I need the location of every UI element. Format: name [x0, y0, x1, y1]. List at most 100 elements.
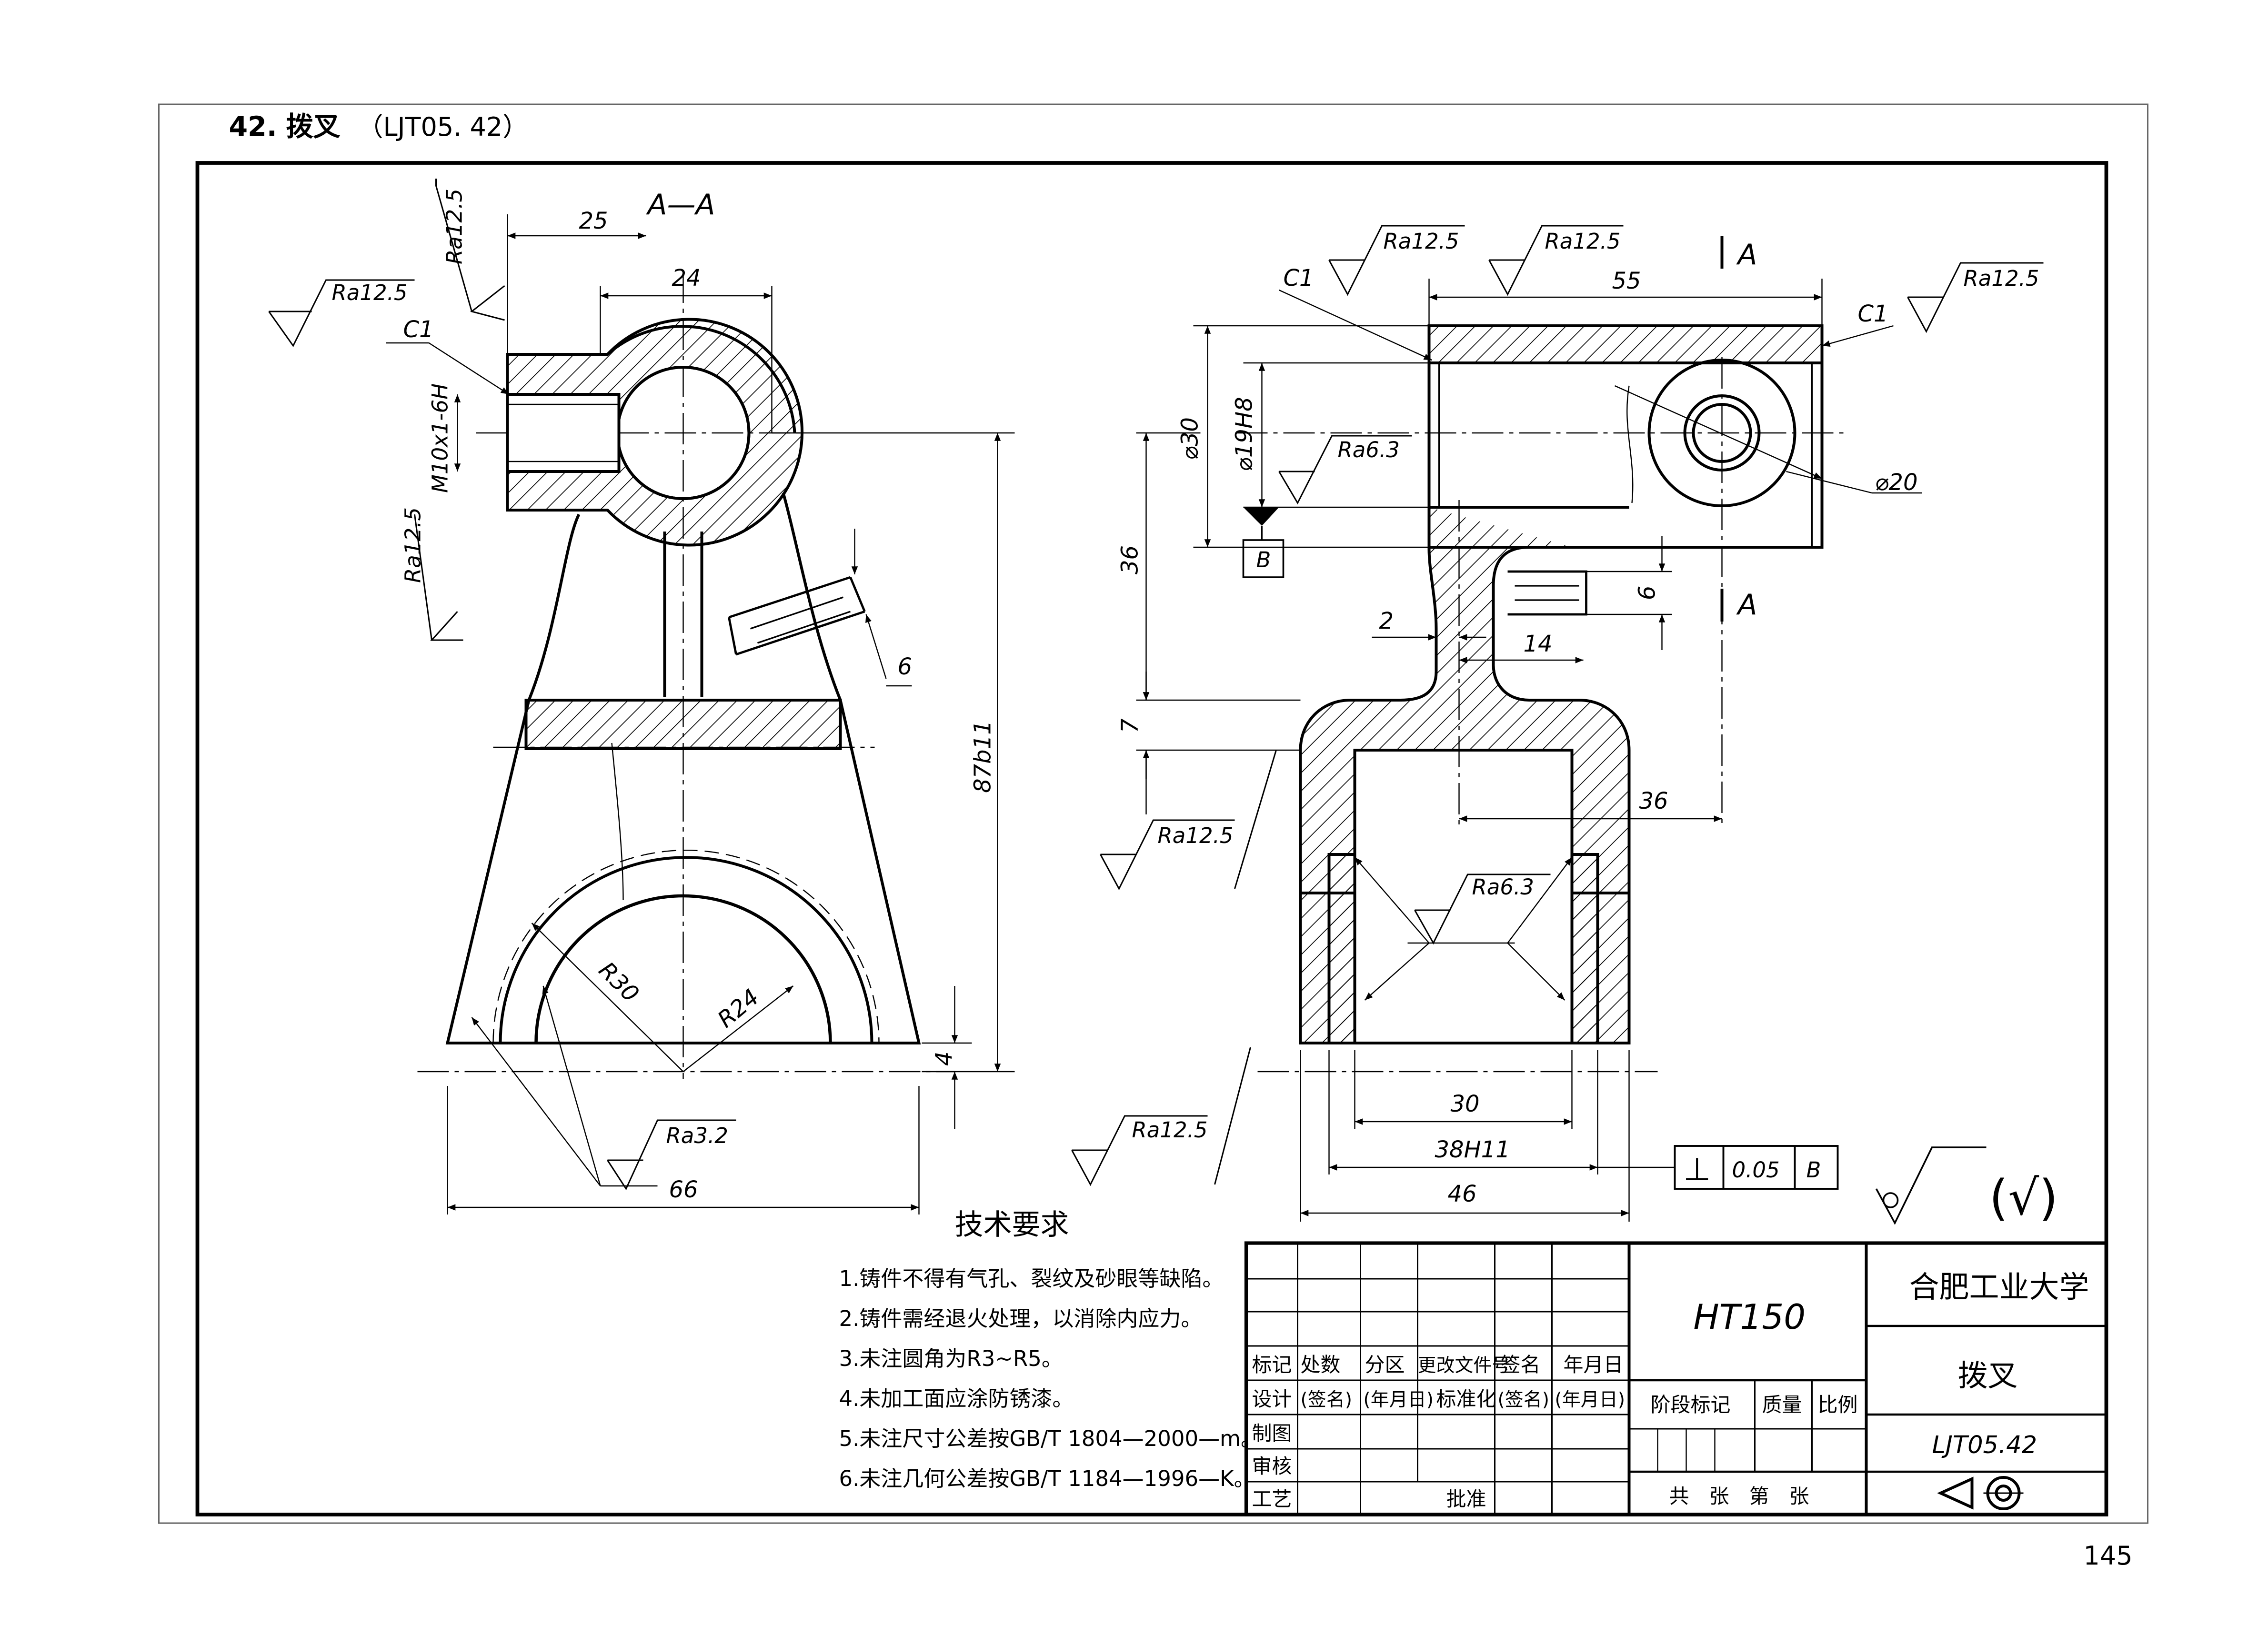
- tolerance-datum: B: [1806, 1157, 1821, 1183]
- right-view-dims: [1136, 279, 1922, 1222]
- svg-text:(签名): (签名): [1498, 1389, 1549, 1411]
- svg-text:质量: 质量: [1762, 1393, 1802, 1416]
- svg-text:7: 7: [1117, 718, 1144, 733]
- roughness-ra32: Ra3.2: [666, 1123, 728, 1148]
- svg-text:C1: C1: [1284, 265, 1314, 291]
- tolerance-value: 0.05: [1732, 1157, 1780, 1183]
- header-code: （LJT05. 42）: [358, 112, 529, 142]
- svg-text:M10x1-6H: M10x1-6H: [428, 383, 453, 493]
- svg-text:标记: 标记: [1252, 1353, 1292, 1376]
- svg-text:66: 66: [669, 1176, 698, 1203]
- svg-text:Ra6.3: Ra6.3: [1472, 874, 1534, 900]
- section-mark-top: A: [1736, 238, 1757, 271]
- svg-text:4.未加工面应涂防锈漆。: 4.未加工面应涂防锈漆。: [839, 1386, 1074, 1411]
- svg-text:更改文件号: 更改文件号: [1418, 1355, 1511, 1376]
- svg-text:(签名): (签名): [1301, 1389, 1352, 1411]
- svg-text:Ra6.3: Ra6.3: [1338, 437, 1400, 462]
- svg-text:6: 6: [898, 653, 913, 680]
- svg-text:1.铸件不得有气孔、裂纹及砂眼等缺陷。: 1.铸件不得有气孔、裂纹及砂眼等缺陷。: [839, 1266, 1224, 1291]
- svg-text:Ra12.5: Ra12.5: [1132, 1117, 1208, 1143]
- sheet-header: 42. 拨叉 （LJT05. 42）: [229, 111, 529, 142]
- svg-text:年月日: 年月日: [1564, 1353, 1624, 1376]
- svg-text:36: 36: [1639, 788, 1668, 814]
- left-view-dims: [386, 214, 1015, 1214]
- tech-requirements: 技术要求 1.铸件不得有气孔、裂纹及砂眼等缺陷。 2.铸件需经退火处理，以消除内…: [839, 1208, 1263, 1491]
- datum-b: B: [1242, 507, 1285, 578]
- svg-text:6.未注几何公差按GB/T 1184—1996—K。: 6.未注几何公差按GB/T 1184—1996—K。: [839, 1466, 1255, 1491]
- datum-label: B: [1256, 547, 1271, 572]
- svg-text:C1: C1: [1858, 301, 1888, 327]
- svg-text:⌀30: ⌀30: [1177, 417, 1204, 460]
- general-roughness: [1875, 1146, 1987, 1225]
- svg-text:处数: 处数: [1301, 1353, 1341, 1376]
- svg-text:R24: R24: [713, 984, 764, 1034]
- section-mark-bottom: A: [1736, 588, 1757, 622]
- general-roughness-label: (√): [1989, 1170, 2058, 1226]
- svg-text:工艺: 工艺: [1252, 1487, 1292, 1511]
- svg-text:R30: R30: [593, 957, 644, 1007]
- svg-text:30: 30: [1451, 1091, 1480, 1117]
- svg-text:4: 4: [931, 1051, 958, 1066]
- right-view: [1236, 324, 1844, 1073]
- svg-text:设计: 设计: [1252, 1387, 1292, 1411]
- svg-text:A—A: A—A: [646, 188, 715, 221]
- svg-text:Ra12.5: Ra12.5: [442, 189, 467, 264]
- svg-text:Ra12.5: Ra12.5: [1545, 229, 1621, 254]
- drawing-no: LJT05.42: [1932, 1431, 2037, 1459]
- svg-text:(年月日): (年月日): [1364, 1389, 1434, 1411]
- svg-text:14: 14: [1524, 631, 1553, 657]
- svg-text:2.铸件需经退火处理，以消除内应力。: 2.铸件需经退火处理，以消除内应力。: [839, 1306, 1203, 1331]
- part-name: 拨叉: [1958, 1358, 2018, 1393]
- tech-title: 技术要求: [955, 1208, 1069, 1242]
- svg-text:55: 55: [1612, 268, 1641, 294]
- roughness-right: [1071, 225, 2044, 1186]
- svg-text:阶段标记: 阶段标记: [1651, 1393, 1731, 1416]
- page-number: 145: [2084, 1541, 2133, 1571]
- svg-text:Ra12.5: Ra12.5: [1964, 266, 2039, 291]
- right-view-labels: 55 ⌀30 ⌀19H8 ⌀20 36 7 2 14 6 36 30 38H11…: [1117, 265, 1918, 1207]
- svg-text:2: 2: [1379, 608, 1394, 634]
- svg-text:分区: 分区: [1365, 1353, 1405, 1376]
- header-title: 拨叉: [286, 111, 341, 142]
- svg-text:Ra12.5: Ra12.5: [1158, 823, 1234, 848]
- roughness-right-labels: Ra12.5 Ra12.5 Ra12.5 Ra6.3 Ra6.3 Ra12.5 …: [1132, 229, 2039, 1143]
- roughness-left: [268, 179, 505, 641]
- svg-text:签名: 签名: [1501, 1353, 1541, 1376]
- svg-text:制图: 制图: [1252, 1422, 1292, 1445]
- roughness-left-labels: Ra12.5 Ra12.5 Ra12.5: [332, 189, 467, 583]
- svg-text:36: 36: [1117, 545, 1144, 574]
- svg-text:Ra12.5: Ra12.5: [401, 507, 426, 583]
- perpendicularity-frame: ⊥ 0.05 B: [1674, 1145, 1839, 1190]
- svg-text:3.未注圆角为R3~R5。: 3.未注圆角为R3~R5。: [839, 1346, 1063, 1371]
- roughness-bottom-left: [607, 1119, 736, 1191]
- svg-text:比例: 比例: [1818, 1393, 1858, 1416]
- svg-text:(年月日): (年月日): [1555, 1389, 1625, 1411]
- svg-text:批准: 批准: [1446, 1487, 1486, 1511]
- svg-text:标准化: 标准化: [1436, 1387, 1496, 1411]
- svg-text:⌀20: ⌀20: [1875, 469, 1918, 496]
- projection-symbol-icon: [1937, 1476, 2024, 1510]
- header-number: 42.: [229, 111, 277, 142]
- svg-text:⌀19H8: ⌀19H8: [1231, 397, 1258, 472]
- material: HT150: [1694, 1297, 1806, 1337]
- left-view: [417, 271, 955, 1079]
- svg-text:46: 46: [1448, 1181, 1477, 1207]
- svg-text:5.未注尺寸公差按GB/T 1804—2000—m。: 5.未注尺寸公差按GB/T 1804—2000—m。: [839, 1426, 1263, 1451]
- svg-text:Ra12.5: Ra12.5: [1384, 229, 1459, 254]
- svg-text:C1: C1: [403, 316, 434, 343]
- svg-text:Ra12.5: Ra12.5: [332, 280, 408, 305]
- outer-frame: [158, 103, 2148, 1524]
- company: 合肥工业大学: [1909, 1270, 2089, 1305]
- svg-text:24: 24: [672, 265, 701, 291]
- tolerance-symbol: ⊥: [1684, 1151, 1711, 1188]
- svg-text:共 张 第 张: 共 张 第 张: [1669, 1485, 1809, 1508]
- title-block: [1244, 1241, 2108, 1516]
- svg-text:6: 6: [1634, 585, 1661, 600]
- title-block-text: HT150 合肥工业大学 拨叉 LJT05.42 标记 处数 分区 更改文件号 …: [1252, 1270, 2089, 1511]
- svg-text:审核: 审核: [1252, 1455, 1292, 1478]
- svg-text:25: 25: [579, 208, 608, 234]
- svg-text:38H11: 38H11: [1435, 1136, 1510, 1163]
- drawing-border: [195, 161, 2108, 1516]
- svg-text:87b11: 87b11: [970, 720, 996, 793]
